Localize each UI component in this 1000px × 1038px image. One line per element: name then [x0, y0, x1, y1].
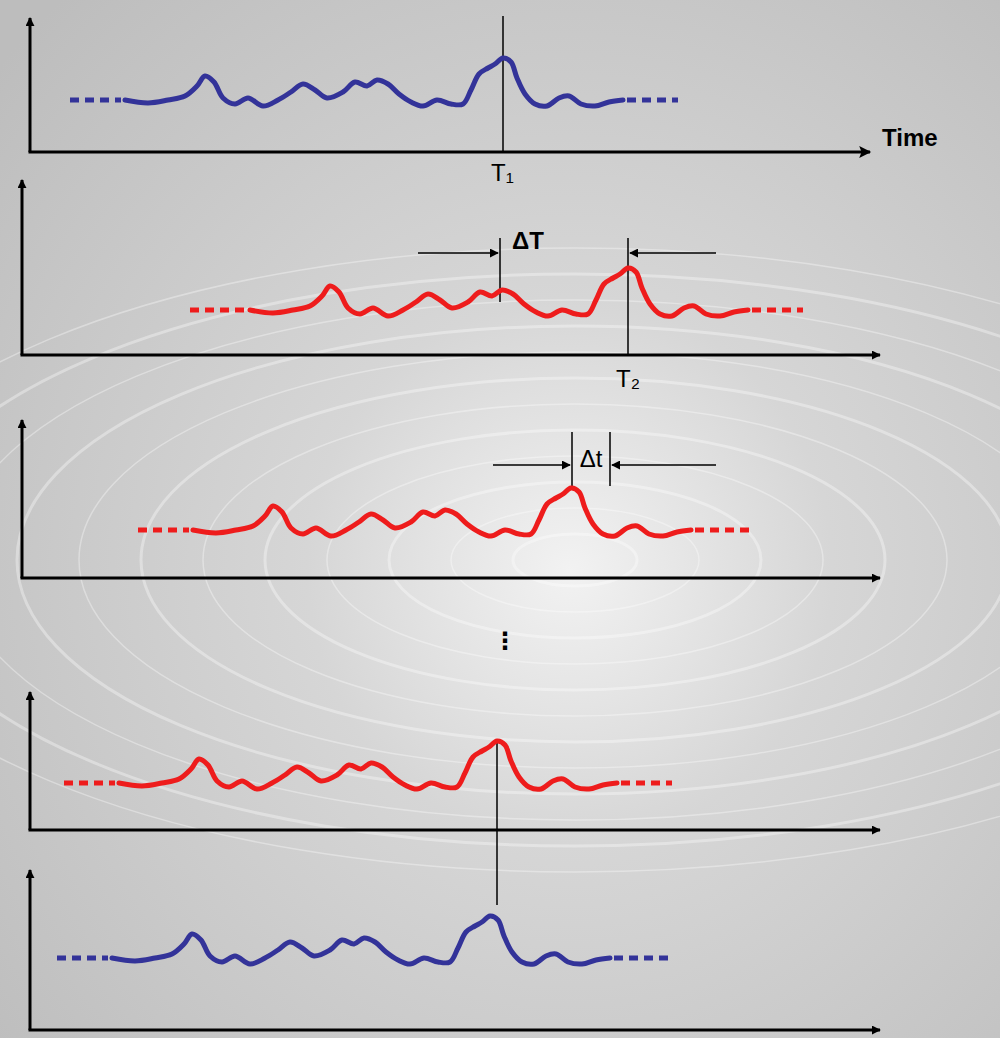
trace-continuation — [70, 98, 678, 103]
ripple-ring — [0, 248, 1000, 872]
ripple-ring — [79, 352, 1000, 768]
ripple-ring — [0, 274, 1000, 846]
time-axis — [21, 354, 881, 357]
time-axes — [29, 18, 871, 152]
amplitude-axis — [21, 180, 24, 355]
amplitude-axis — [29, 18, 32, 152]
trace-continuation — [190, 308, 803, 313]
seismic-trace — [64, 741, 672, 789]
dimension-arrow — [418, 252, 498, 254]
axes-group — [21, 18, 881, 1030]
time-axis — [21, 577, 881, 580]
time-axis — [29, 829, 881, 832]
ripple-ring — [141, 378, 1000, 742]
time-marker-line — [502, 16, 504, 152]
trace-line — [125, 58, 623, 106]
trace-line — [112, 916, 610, 964]
amplitude-axis — [21, 420, 24, 578]
amplitude-axis — [29, 692, 32, 830]
trace-line — [119, 741, 617, 789]
guide-lines — [418, 16, 716, 905]
axis-title: Time — [882, 125, 938, 151]
time-axis — [29, 1029, 881, 1032]
time-axes — [21, 420, 881, 578]
ripple-ring — [203, 404, 947, 716]
ellipsis-mark: ⋮ — [493, 628, 517, 654]
ripple-ring — [17, 326, 1000, 794]
waveforms — [57, 58, 803, 964]
seismic-trace — [57, 916, 670, 964]
seismic-trace — [138, 488, 751, 536]
dimension-arrow — [630, 252, 716, 254]
trace-continuation — [64, 781, 672, 786]
time-axes — [21, 180, 881, 355]
time-marker-line — [571, 432, 573, 486]
ripple-ring — [265, 430, 885, 690]
ripple-ring — [0, 300, 1000, 820]
trace-line — [250, 268, 748, 316]
trace-line — [193, 488, 691, 536]
amplitude-axis — [29, 870, 32, 1030]
time-marker-line — [627, 238, 629, 355]
time-marker-line — [496, 742, 498, 905]
delay-label: Δt — [580, 446, 603, 472]
dimension-arrow — [493, 464, 570, 466]
seismic-trace — [70, 58, 678, 106]
delay-label: ΔT — [512, 228, 544, 254]
time-axes — [29, 870, 881, 1030]
trace-continuation — [138, 528, 751, 533]
time-label: T₂ — [616, 366, 640, 392]
seismic-trace — [190, 268, 803, 316]
ripple-ring — [389, 482, 761, 638]
time-axis — [29, 151, 871, 154]
dimension-arrow — [612, 464, 716, 466]
trace-continuation — [57, 956, 670, 961]
ripple-rings — [0, 248, 1000, 872]
time-axes — [29, 692, 881, 830]
time-label: T₁ — [491, 160, 514, 186]
time-marker-line — [609, 432, 611, 486]
ripple-ring — [451, 508, 699, 612]
